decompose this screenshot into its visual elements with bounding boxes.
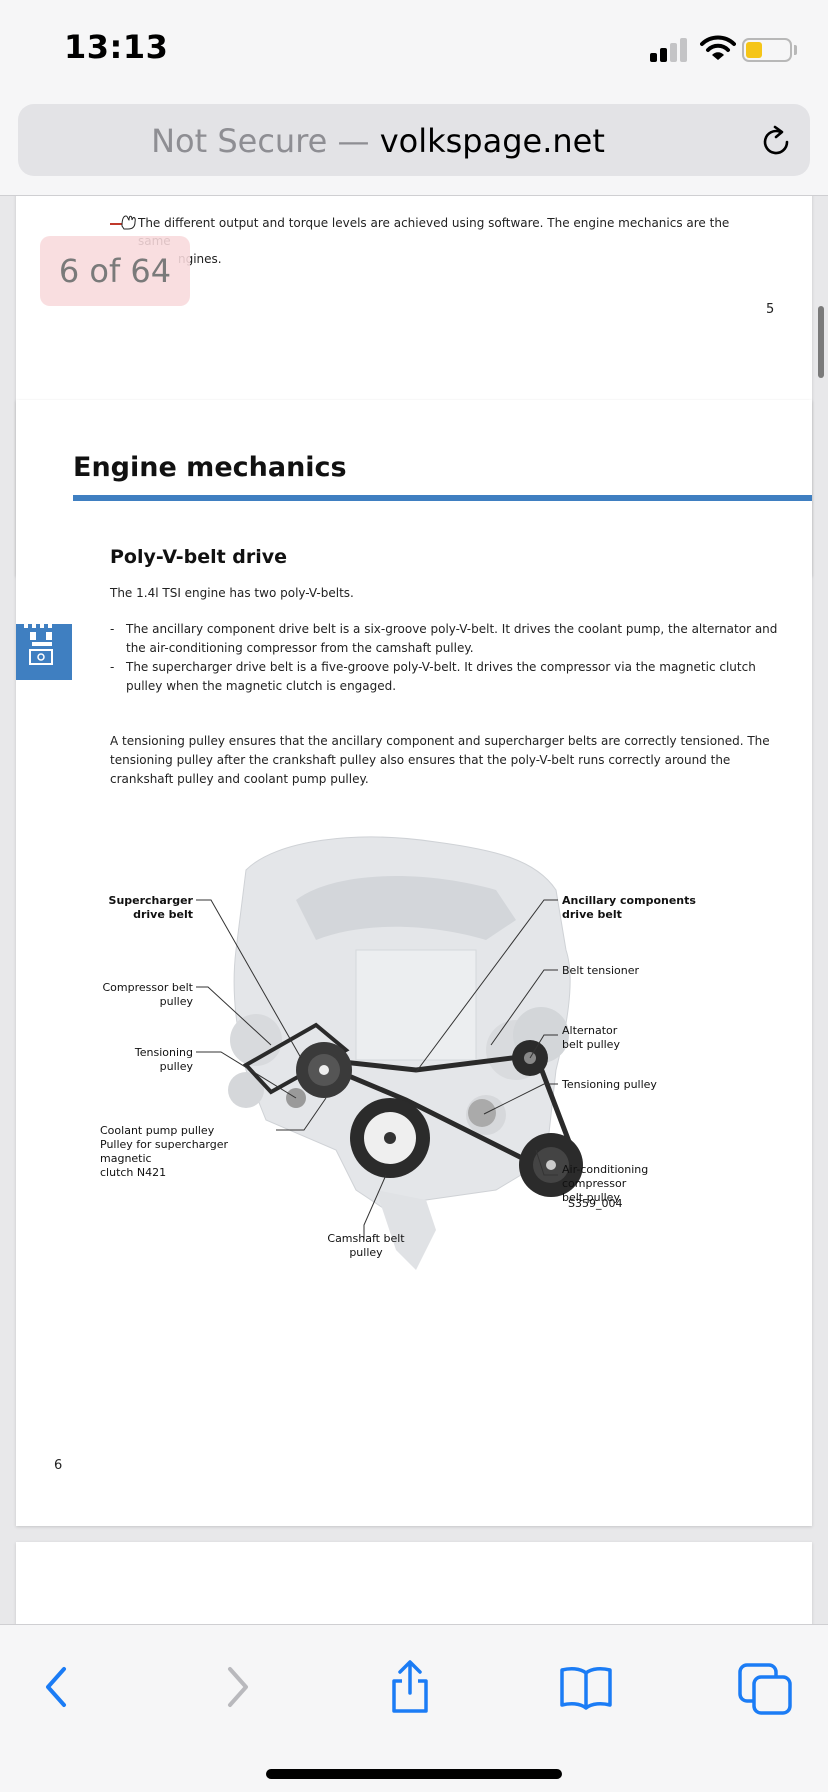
intro-paragraph: The 1.4l TSI engine has two poly-V-belts… [110,586,354,600]
page-indicator: 6 of 64 [40,236,190,306]
label-ancillary-belt: Ancillary components drive belt [562,894,696,921]
figure-code: S359_004 [568,1197,623,1210]
list-item: The ancillary component drive belt is a … [110,620,780,658]
tensioning-paragraph: A tensioning pulley ensures that the anc… [110,734,770,786]
label-alternator: Alternator belt pulley [562,1024,620,1051]
pdf-viewer[interactable]: The different output and torque levels a… [0,196,828,1624]
engine-chapter-tab-icon [16,624,72,680]
home-indicator [266,1769,562,1779]
belt-bullet-list: The ancillary component drive belt is a … [110,620,780,696]
scrollbar-thumb[interactable] [818,306,824,378]
battery-tip [794,45,797,55]
status-time: 13:13 [64,28,169,66]
page-number: 6 [54,1458,63,1473]
label-compressor-pulley: Compressor belt pulley [102,981,194,1008]
pdf-page-7 [16,1542,812,1624]
engine-belt-diagram: Supercharger drive belt Compressor belt … [96,830,776,1290]
previous-page-note: The different output and torque levels a… [138,216,730,266]
browser-toolbar [0,1624,828,1792]
label-tensioning-pulley-right: Tensioning pulley [562,1078,657,1091]
label-belt-tensioner: Belt tensioner [562,964,640,977]
address-text[interactable]: Not Secure — volkspage.net [18,122,738,160]
tabs-icon[interactable] [736,1657,796,1717]
engine-illustration [196,836,583,1270]
address-area: Not Secure — volkspage.net [0,100,828,196]
label-ac-compressor: Air-conditioning compressor belt pulley [562,1163,649,1204]
list-item: The supercharger drive belt is a five-gr… [110,658,780,696]
hand-note-icon [110,215,136,230]
share-icon[interactable] [380,1657,440,1717]
cellular-signal-icon [650,38,690,62]
label-tensioning-pulley-left: Tensioning pulley [134,1046,193,1073]
chapter-rule [73,495,812,501]
wifi-icon [700,35,736,60]
pdf-page-6: Engine mechanics Poly-V-belt drive The 1… [16,400,812,1526]
status-bar: 13:13 [0,0,828,100]
battery-icon [742,38,792,62]
security-label: Not Secure — [151,122,370,160]
bookmarks-icon[interactable] [556,1657,616,1717]
address-bar[interactable]: Not Secure — volkspage.net [18,104,810,176]
label-coolant-pump: Coolant pump pulley Pulley for superchar… [100,1124,229,1179]
chapter-title: Engine mechanics [73,452,347,483]
battery-level [746,42,762,58]
page-number: 5 [766,302,775,317]
label-supercharger-belt: Supercharger drive belt [108,894,193,921]
forward-icon[interactable] [206,1657,266,1717]
domain-label: volkspage.net [379,122,605,160]
label-camshaft: Camshaft belt pulley [327,1232,405,1259]
back-icon[interactable] [28,1657,88,1717]
reload-icon[interactable] [758,124,794,160]
section-title: Poly-V-belt drive [110,546,288,568]
